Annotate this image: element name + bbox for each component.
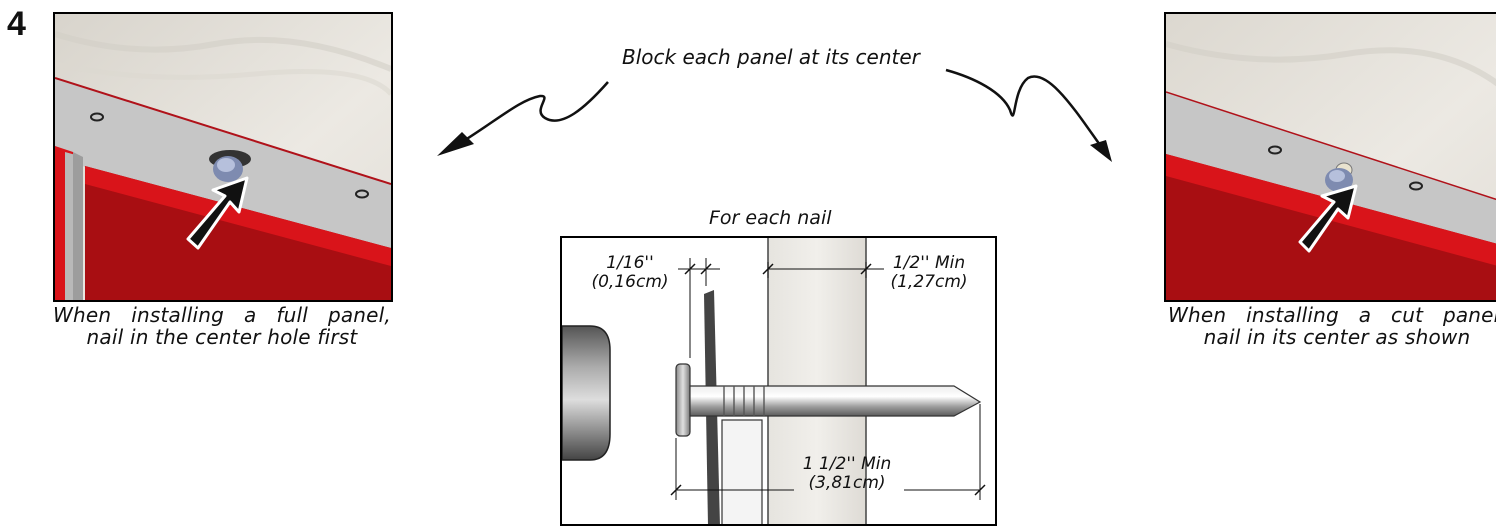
left-arrowhead-icon bbox=[437, 132, 474, 156]
cut-panel-caption-line1: When installing a cut panel, bbox=[1168, 304, 1496, 327]
cut-panel-illustration bbox=[1164, 12, 1496, 302]
left-curly-arrow-icon bbox=[461, 81, 609, 144]
nail-length-cm: (3,81cm) bbox=[808, 473, 886, 493]
penetration-dimension: 1/2'' Min (1,27cm) bbox=[874, 254, 984, 292]
penetration-inch: 1/2'' Min bbox=[892, 253, 966, 273]
full-panel-drawing bbox=[55, 14, 391, 300]
nail-detail-title: For each nail bbox=[709, 207, 832, 229]
head-thickness-dimension: 1/16'' (0,16cm) bbox=[575, 254, 685, 292]
nail-cross-section-drawing bbox=[562, 238, 986, 524]
full-panel-illustration bbox=[53, 12, 393, 302]
full-panel-caption-line1: When installing a full panel, bbox=[53, 303, 391, 327]
penetration-cm: (1,27cm) bbox=[890, 272, 968, 292]
head-thickness-inch: 1/16'' bbox=[606, 253, 654, 273]
callout-text: Block each panel at its center bbox=[622, 45, 920, 69]
full-panel-caption: When installing a full panel, nail in th… bbox=[53, 304, 391, 348]
cut-panel-caption: When installing a cut panel, nail in its… bbox=[1168, 304, 1496, 348]
nail-detail-diagram bbox=[560, 236, 997, 526]
cut-panel-caption-line2: nail in its center as shown bbox=[1203, 325, 1471, 348]
head-thickness-cm: (0,16cm) bbox=[591, 272, 669, 292]
right-arrowhead-icon bbox=[1090, 140, 1112, 162]
nail-length-dimension: 1 1/2'' Min (3,81cm) bbox=[782, 455, 912, 493]
cut-panel-drawing bbox=[1166, 14, 1496, 300]
nail-length-inch: 1 1/2'' Min bbox=[802, 454, 892, 474]
step-number: 4 bbox=[7, 5, 26, 43]
full-panel-caption-line2: nail in the center hole first bbox=[86, 325, 358, 349]
right-curly-arrow-icon bbox=[945, 68, 1102, 146]
